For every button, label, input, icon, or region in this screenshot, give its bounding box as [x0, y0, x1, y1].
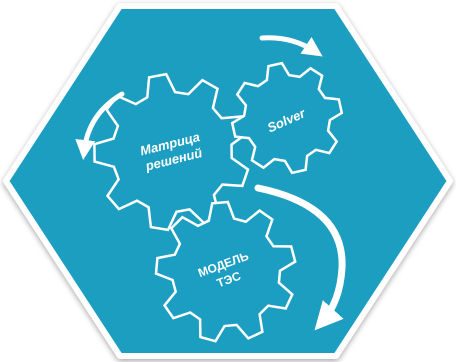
- gear-solver: [230, 61, 344, 175]
- gear-model: [154, 200, 297, 343]
- arrow-right-large: [254, 184, 346, 331]
- arrow-top-right: [259, 35, 323, 57]
- arrow-left: [75, 91, 125, 160]
